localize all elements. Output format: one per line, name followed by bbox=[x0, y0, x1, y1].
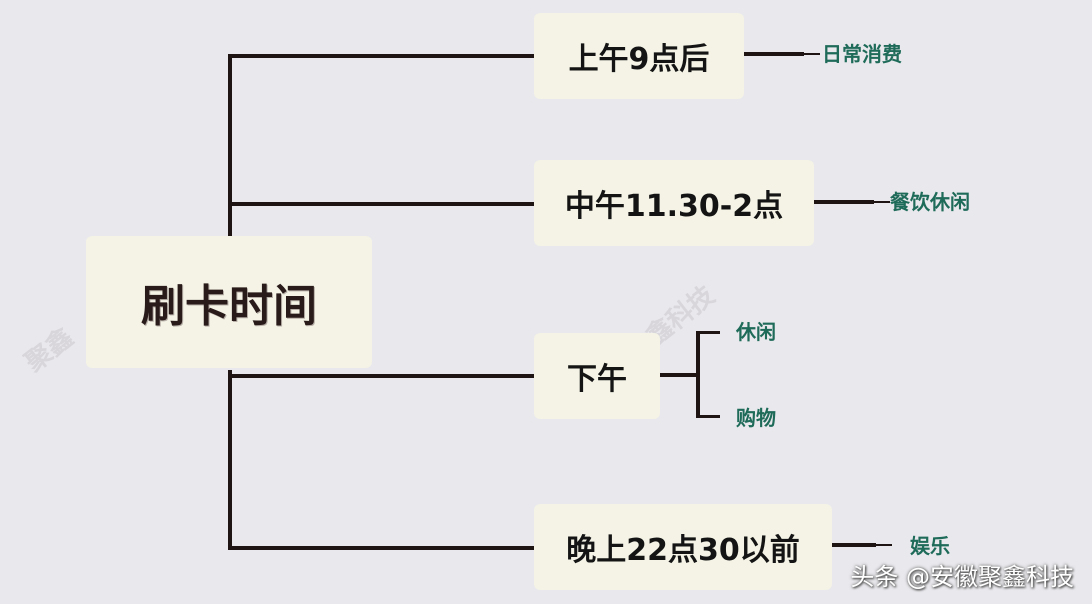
connector-leaf-2-tip bbox=[874, 201, 890, 203]
source-credit: 头条 @安徽聚鑫科技 bbox=[850, 563, 1074, 591]
connector-leaf-4-tip bbox=[876, 544, 892, 546]
connector-leaf-4 bbox=[832, 543, 876, 547]
watermark-left: 聚鑫 bbox=[19, 322, 80, 379]
trunk-lower bbox=[228, 370, 232, 550]
connector-leaf-3b bbox=[696, 415, 720, 418]
time-node-afternoon: 下午 bbox=[534, 333, 660, 419]
connector-branch-3 bbox=[228, 374, 534, 378]
trunk-upper bbox=[228, 54, 232, 236]
connector-leaf-2 bbox=[814, 200, 874, 204]
use-label-entertainment: 娱乐 bbox=[910, 534, 950, 558]
time-node-morning: 上午9点后 bbox=[534, 13, 744, 99]
use-label-daily-spending: 日常消费 bbox=[822, 42, 902, 66]
root-node: 刷卡时间 bbox=[86, 236, 372, 368]
connector-branch-4 bbox=[228, 546, 534, 550]
connector-leaf-3-fork bbox=[696, 332, 700, 418]
use-label-shopping: 购物 bbox=[736, 406, 776, 430]
connector-leaf-3-stem bbox=[660, 373, 698, 377]
connector-leaf-1 bbox=[744, 52, 804, 56]
time-node-noon: 中午11.30-2点 bbox=[534, 160, 814, 246]
connector-branch-2 bbox=[228, 202, 534, 206]
use-label-leisure: 休闲 bbox=[736, 320, 776, 344]
connector-leaf-1-tip bbox=[804, 53, 820, 55]
time-node-evening: 晚上22点30以前 bbox=[534, 504, 832, 590]
connector-leaf-3a bbox=[696, 331, 720, 334]
use-label-dining-leisure: 餐饮休闲 bbox=[890, 190, 970, 214]
connector-branch-1 bbox=[228, 54, 534, 58]
